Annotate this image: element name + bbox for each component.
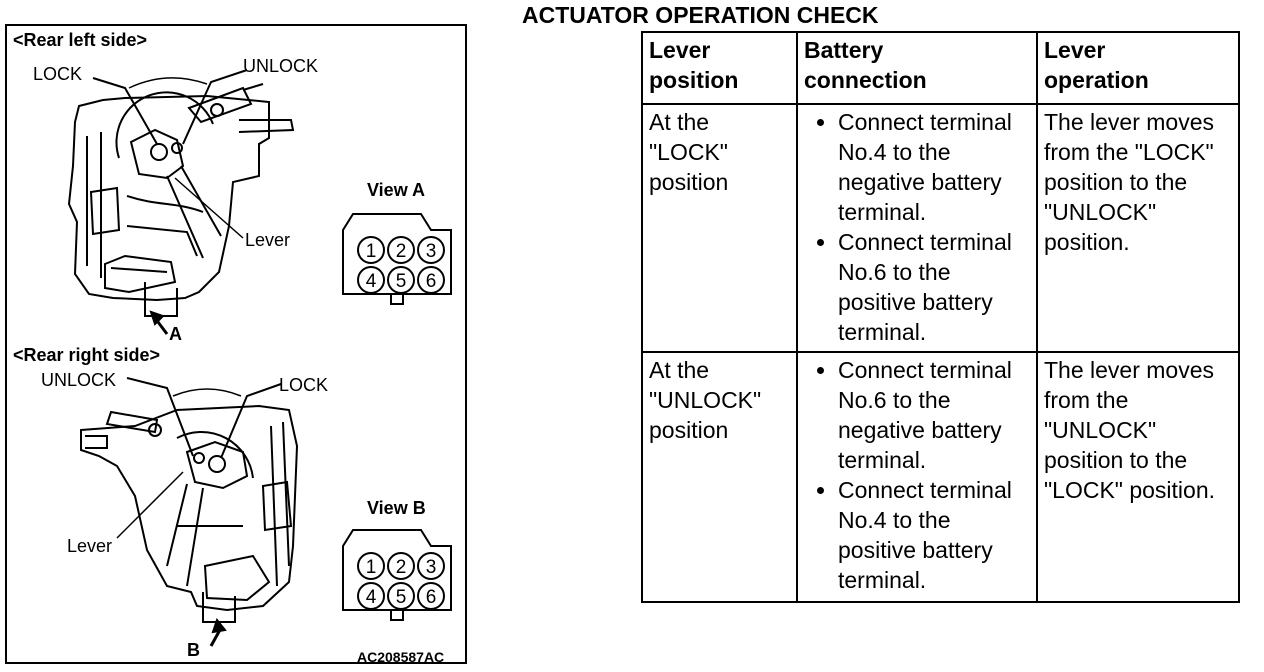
view-a-label: View A bbox=[367, 180, 426, 200]
terminal-5: 5 bbox=[396, 587, 407, 608]
actuator-illustration: 1 2 3 4 5 6 1 2 3 4 5 6 bbox=[67, 69, 452, 647]
figure-code: AC208587AC bbox=[357, 649, 445, 665]
connection-list: Connect terminal No.4 to the negative ba… bbox=[804, 107, 1030, 347]
right-unlock-label: UNLOCK bbox=[41, 370, 117, 390]
terminal-4: 4 bbox=[366, 587, 377, 608]
terminal-6: 6 bbox=[426, 271, 437, 292]
page-title: ACTUATOR OPERATION CHECK bbox=[522, 2, 879, 28]
right-lock-label: LOCK bbox=[279, 375, 329, 395]
left-lock-label: LOCK bbox=[33, 64, 83, 84]
connector-view-b bbox=[342, 529, 452, 621]
arrow-a-label: A bbox=[169, 324, 182, 344]
terminal-1: 1 bbox=[366, 241, 377, 262]
cell-battery-connection: Connect terminal No.6 to the negative ba… bbox=[796, 351, 1038, 603]
rear-right-actuator-drawing bbox=[80, 377, 299, 647]
cell-lever-operation: The lever moves from the "UNLOCK" positi… bbox=[1036, 351, 1240, 603]
header-lever-position: Lever position bbox=[641, 31, 798, 105]
actuator-operation-table: Lever position Battery connection Lever … bbox=[641, 31, 1240, 603]
view-a-terminals: 1 2 3 4 5 6 bbox=[357, 236, 445, 294]
table-row: At the "UNLOCK" position Connect termina… bbox=[641, 351, 1240, 603]
header-battery-connection: Battery connection bbox=[796, 31, 1038, 105]
terminal-1: 1 bbox=[366, 557, 377, 578]
actuator-figure: 1 2 3 4 5 6 1 2 3 4 5 6 <Rear left side>… bbox=[5, 24, 467, 665]
rear-left-actuator-drawing bbox=[67, 69, 295, 335]
cell-lever-position: At the "LOCK" position bbox=[641, 103, 798, 353]
rear-right-caption: <Rear right side> bbox=[13, 345, 161, 365]
connection-step: Connect terminal No.4 to the positive ba… bbox=[838, 475, 1030, 595]
arrow-b-label: B bbox=[187, 640, 200, 660]
table-header-row: Lever position Battery connection Lever … bbox=[641, 31, 1240, 105]
left-lever-label: Lever bbox=[245, 230, 291, 250]
left-unlock-label: UNLOCK bbox=[243, 56, 319, 76]
terminal-3: 3 bbox=[426, 557, 437, 578]
connector-view-a bbox=[342, 213, 452, 305]
header-lever-operation: Lever operation bbox=[1036, 31, 1240, 105]
view-b-terminals: 1 2 3 4 5 6 bbox=[357, 552, 445, 610]
terminal-5: 5 bbox=[396, 271, 407, 292]
table-row: At the "LOCK" position Connect terminal … bbox=[641, 103, 1240, 353]
connection-step: Connect terminal No.6 to the positive ba… bbox=[838, 227, 1030, 347]
cell-battery-connection: Connect terminal No.4 to the negative ba… bbox=[796, 103, 1038, 353]
terminal-4: 4 bbox=[366, 271, 377, 292]
terminal-6: 6 bbox=[426, 587, 437, 608]
view-b-label: View B bbox=[367, 498, 426, 518]
connection-list: Connect terminal No.6 to the negative ba… bbox=[804, 355, 1030, 595]
terminal-3: 3 bbox=[426, 241, 437, 262]
right-lever-label: Lever bbox=[67, 536, 113, 556]
rear-left-caption: <Rear left side> bbox=[13, 30, 148, 50]
connection-step: Connect terminal No.6 to the negative ba… bbox=[838, 355, 1030, 475]
cell-lever-position: At the "UNLOCK" position bbox=[641, 351, 798, 603]
cell-lever-operation: The lever moves from the "LOCK" position… bbox=[1036, 103, 1240, 353]
terminal-2: 2 bbox=[396, 241, 407, 262]
connection-step: Connect terminal No.4 to the negative ba… bbox=[838, 107, 1030, 227]
terminal-2: 2 bbox=[396, 557, 407, 578]
